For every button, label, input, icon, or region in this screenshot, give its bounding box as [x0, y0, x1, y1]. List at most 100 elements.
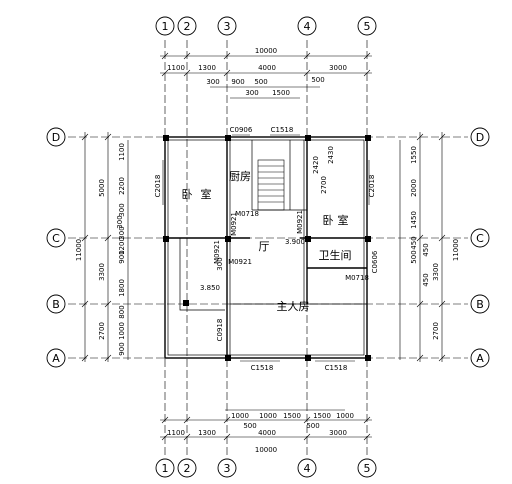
dim-bottom-sub-4: 1500	[313, 412, 331, 420]
axis-label-3-top: 3	[224, 20, 231, 33]
dim-right-outer-1: 3300	[432, 263, 440, 281]
dim-interior-3: 2430	[327, 146, 335, 164]
dim-interior-1: 2420	[312, 156, 320, 174]
axis-bubble-1-top	[155, 16, 175, 36]
code-c2018-left: C2018	[154, 175, 162, 198]
dim-right-inner-3: 1450	[410, 211, 418, 229]
dim-interior-2: 2700	[320, 176, 328, 194]
axis-label-b-right: B	[476, 298, 484, 311]
dim-top-seg-3: 4000	[258, 64, 276, 72]
elevation-3850: 3.850	[200, 284, 220, 292]
dim-bottom-seg-1: 1100	[167, 429, 185, 437]
axis-label-2-bottom: 2	[184, 462, 191, 475]
code-c1518-b1: C1518	[251, 364, 274, 372]
room-master: 主人房	[277, 300, 310, 313]
windows	[162, 134, 370, 362]
axis-label-a-left: A	[52, 352, 60, 365]
axis-label-5-bottom: 5	[364, 462, 371, 475]
axis-bubble-2-bottom	[177, 458, 197, 478]
dim-bottom-sub-1: 1000	[231, 412, 249, 420]
axis-bubble-a-left	[46, 348, 66, 368]
elevation-3900: 3.900	[285, 238, 305, 246]
dim-left-inner-6: 900	[118, 250, 126, 263]
axis-label-1-top: 1	[162, 20, 169, 33]
axis-label-d-right: D	[476, 131, 484, 144]
room-bedroom-left: 卧	[182, 188, 193, 201]
code-m0921-a: M0921	[230, 212, 238, 236]
dim-right-outer-2: 2700	[432, 322, 440, 340]
dim-interior-5: 300	[116, 215, 124, 228]
axis-bubble-2-top	[177, 16, 197, 36]
outer-wall	[164, 136, 368, 359]
axis-bubble-b-left	[46, 294, 66, 314]
dim-top-sub-5: 1500	[272, 89, 290, 97]
dim-bottom-seg-4: 3000	[329, 429, 347, 437]
axis-label-a-right: A	[476, 352, 484, 365]
dim-right-inner-4: 450	[410, 236, 418, 249]
dim-left-inner-8: 800	[118, 305, 126, 318]
opening-codes: C0906 C1518 C2018 C2018 M0718 M0921 M092…	[154, 126, 379, 372]
dim-right-inner-7: 500	[410, 250, 418, 263]
dimension-lines	[81, 52, 446, 441]
top-dimensions: 10000 1100 1300 4000 3000 300 900 500 30…	[167, 47, 347, 97]
axis-bubble-5-top	[357, 16, 377, 36]
code-m0921-b: M0921	[296, 210, 304, 234]
room-bathroom: 卫生间	[319, 248, 352, 262]
dim-bottom-sub-2: 1000	[259, 412, 277, 420]
room-hall: 厅	[259, 240, 270, 253]
axis-label-c-left: C	[52, 232, 60, 245]
axis-bubble-4-top	[297, 16, 317, 36]
dim-bottom-sub-7: 500	[306, 422, 319, 430]
interior-dimensions: 2420 2700 2430 300 300	[116, 146, 335, 271]
axis-bubble-3-bottom	[217, 458, 237, 478]
axis-label-4-top: 4	[304, 20, 311, 33]
code-m0718-a: M0718	[235, 210, 259, 218]
dim-right-inner-2: 2000	[410, 179, 418, 197]
axis-bubble-4-bottom	[297, 458, 317, 478]
axis-label-5-top: 5	[364, 20, 371, 33]
dim-left-inner-9: 1000	[118, 322, 126, 340]
code-m0921-d: M0921	[228, 258, 252, 266]
dim-top-sub-6: 500	[311, 76, 324, 84]
dim-left-inner-4: 300	[118, 226, 126, 239]
dim-left-inner-7: 1800	[118, 279, 126, 297]
dim-top-seg-2: 1300	[198, 64, 216, 72]
room-labels: 卧 室 厨房 卧 室 厅 卫生间 主人房 3.900 3.850	[182, 170, 352, 313]
room-bedroom-right-2: 室	[338, 213, 349, 227]
axis-bubbles	[46, 16, 490, 478]
code-c1518-b2: C1518	[325, 364, 348, 372]
bottom-dimensions: 1000 1000 1500 1500 1000 500 500 1100 13…	[167, 412, 354, 454]
dim-top-seg-4: 3000	[329, 64, 347, 72]
axis-bubble-c-left	[46, 228, 66, 248]
dim-bottom-sub-6: 500	[243, 422, 256, 430]
axis-bubble-3-top	[217, 16, 237, 36]
code-c0918: C0918	[216, 319, 224, 342]
room-bedroom-left-2: 室	[201, 187, 212, 201]
axis-bubble-d-right	[470, 127, 490, 147]
dim-bottom-seg-3: 4000	[258, 429, 276, 437]
axis-label-4-bottom: 4	[304, 462, 311, 475]
code-c2018-right: C2018	[368, 175, 376, 198]
dim-left-outer-2: 3300	[98, 263, 106, 281]
dim-bottom-sub-5: 1000	[336, 412, 354, 420]
dim-top-sub-3: 500	[254, 78, 267, 86]
dim-left-inner-2: 2200	[118, 177, 126, 195]
axis-label-c-right: C	[476, 232, 484, 245]
columns	[163, 135, 371, 361]
axis-grid	[68, 40, 468, 455]
code-c0606: C0606	[371, 250, 379, 273]
code-c0906: C0906	[230, 126, 253, 134]
dim-left-outer-3: 2700	[98, 322, 106, 340]
room-kitchen: 厨房	[229, 170, 251, 183]
axis-bubble-1-bottom	[155, 458, 175, 478]
right-dimensions: 11000 3300 2700 1550 2000 1450 450 450 4…	[410, 146, 460, 340]
axis-bubble-labels: 1 2 3 4 5 1 2 3 4 5 D C B A D C B A	[52, 20, 484, 475]
dim-left-inner-10: 900	[118, 342, 126, 355]
dim-left-inner-3: 300	[118, 203, 126, 216]
code-m0921-c: M0921	[213, 240, 221, 264]
axis-label-3-bottom: 3	[224, 462, 231, 475]
staircase	[257, 159, 285, 211]
axis-bubble-c-right	[470, 228, 490, 248]
dim-top-sub-2: 900	[231, 78, 244, 86]
